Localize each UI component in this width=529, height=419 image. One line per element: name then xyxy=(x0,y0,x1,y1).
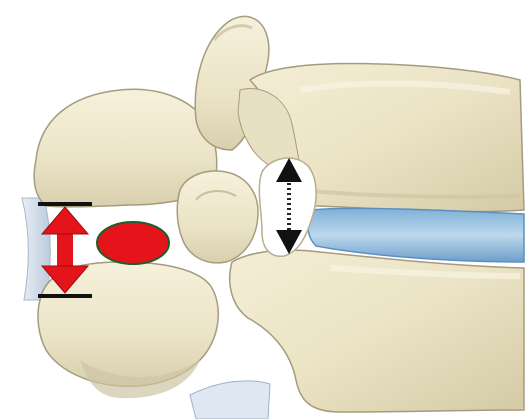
facet-joint xyxy=(177,171,258,263)
red-ellipse-marker xyxy=(97,222,169,264)
red-arrow-head-up xyxy=(42,207,88,234)
lower-ligament xyxy=(190,381,270,419)
